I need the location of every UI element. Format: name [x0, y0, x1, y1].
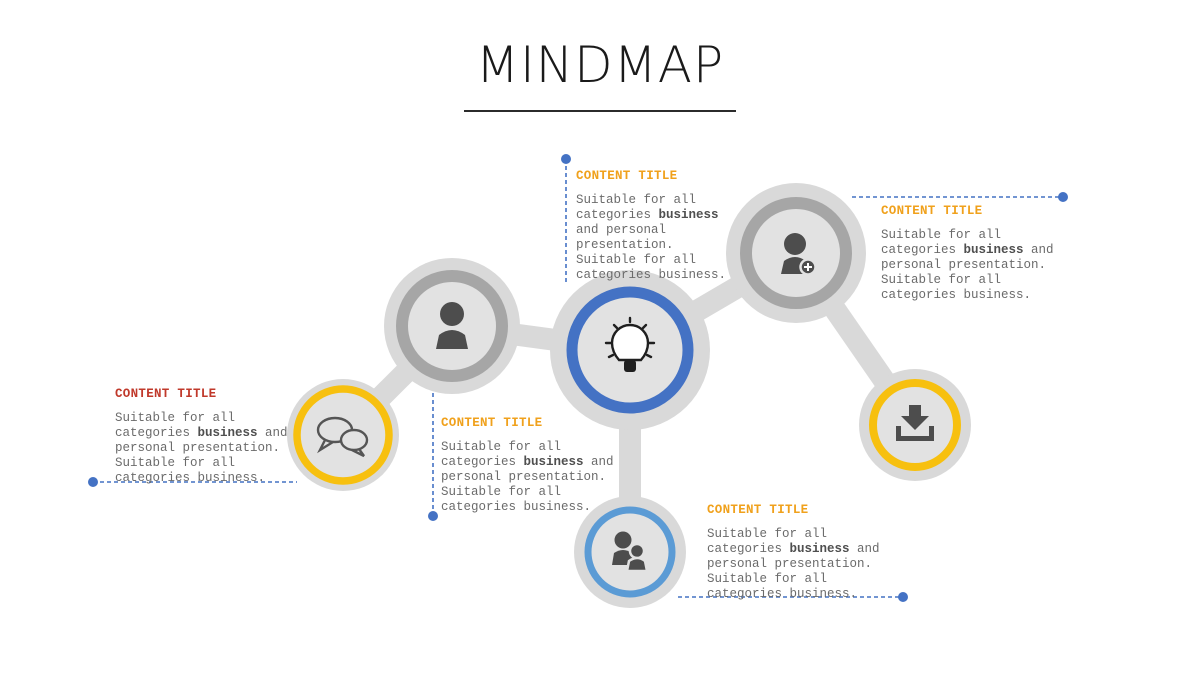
content-body: Suitable for all categories business and…: [115, 411, 305, 486]
leader-dot: [898, 592, 908, 602]
leader-dot: [1058, 192, 1068, 202]
content-title: CONTENT TITLE: [115, 387, 217, 401]
body-line: personal presentation.: [115, 441, 281, 455]
body-line: categories business.: [115, 471, 266, 485]
leader-dots: [88, 154, 1068, 602]
content-body: Suitable for all categories business and…: [707, 527, 897, 602]
body-line: Suitable for all: [881, 228, 1002, 242]
download-icon: [896, 405, 934, 441]
body-line: and personal: [576, 223, 667, 237]
content-title: CONTENT TITLE: [707, 503, 809, 517]
body-line: categories business.: [881, 288, 1032, 302]
body-line: categories business.: [441, 500, 592, 514]
body-line: Suitable for all: [576, 193, 697, 207]
content-block-users: CONTENT TITLE Suitable for all categorie…: [707, 503, 897, 602]
body-line: categories business and: [881, 243, 1054, 257]
content-block-add-user: CONTENT TITLE Suitable for all categorie…: [881, 204, 1071, 303]
content-block-chat: CONTENT TITLE Suitable for all categorie…: [115, 387, 305, 486]
body-line: personal presentation.: [707, 557, 873, 571]
lightbulb-icon: [604, 316, 656, 372]
chat-bubbles-icon: [316, 416, 369, 458]
node-chat: [287, 379, 399, 491]
page-title: MINDMAP: [475, 36, 725, 94]
content-body: Suitable for all categories business and…: [881, 228, 1071, 303]
body-line: Suitable for all: [441, 440, 562, 454]
body-line: Suitable for all: [441, 485, 562, 499]
body-line: categories business and: [115, 426, 288, 440]
content-body: Suitable for all categories business and…: [441, 440, 631, 515]
content-block-person: CONTENT TITLE Suitable for all categorie…: [441, 416, 631, 515]
content-title: CONTENT TITLE: [576, 169, 678, 183]
leader-dot: [428, 511, 438, 521]
content-body: Suitable for all categories business and…: [576, 193, 746, 283]
body-line: categories business.: [576, 268, 727, 282]
body-line: personal presentation.: [881, 258, 1047, 272]
body-line: categories business: [576, 208, 719, 222]
users-icon: [612, 531, 649, 573]
leader-dot: [561, 154, 571, 164]
body-line: presentation.: [576, 238, 674, 252]
body-line: Suitable for all: [576, 253, 697, 267]
body-line: categories business and: [441, 455, 614, 469]
person-icon: [436, 302, 468, 349]
leader-lines: [93, 159, 1063, 598]
body-line: Suitable for all: [707, 527, 828, 541]
leader-dot: [88, 477, 98, 487]
content-block-idea: CONTENT TITLE Suitable for all categorie…: [576, 169, 746, 283]
node-users: [574, 496, 686, 608]
body-line: personal presentation.: [441, 470, 607, 484]
add-user-icon: [781, 233, 817, 276]
node-person: [384, 258, 520, 394]
title-underline: [464, 110, 736, 112]
content-title: CONTENT TITLE: [881, 204, 983, 218]
body-line: categories business and: [707, 542, 880, 556]
node-add-user: [726, 183, 866, 323]
body-line: Suitable for all: [115, 456, 236, 470]
body-line: categories business.: [707, 587, 858, 601]
body-line: Suitable for all: [881, 273, 1002, 287]
node-download: [859, 369, 971, 481]
content-title: CONTENT TITLE: [441, 416, 543, 430]
node-idea: [550, 270, 710, 430]
body-line: Suitable for all: [707, 572, 828, 586]
body-line: Suitable for all: [115, 411, 236, 425]
